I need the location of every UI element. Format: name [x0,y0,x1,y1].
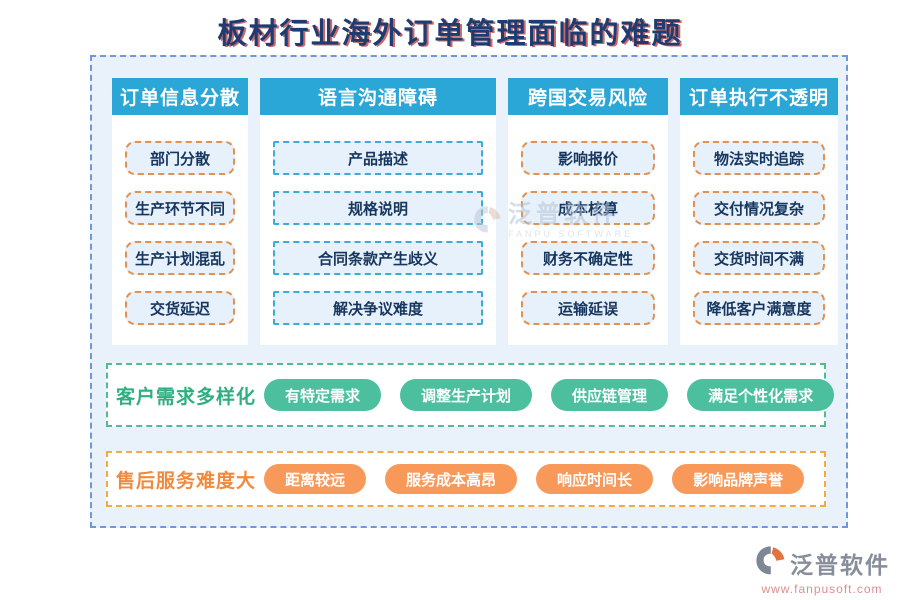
item-box: 解决争议难度 [273,291,483,325]
column-header: 跨国交易风险 [508,78,668,115]
band-label: 售后服务难度大 [116,470,257,492]
pill: 调整生产计划 [400,379,533,411]
fanpu-logo-icon [754,544,786,581]
item-box: 影响报价 [521,141,655,175]
column-order-info-scattered: 订单信息分散 部门分散 生产环节不同 生产计划混乱 交货延迟 [112,78,248,345]
item-box: 交付情况复杂 [693,191,825,225]
band-customer-needs: 客户需求多样化 有特定需求 调整生产计划 供应链管理 满足个性化需求 [106,363,835,427]
item-box: 合同条款产生歧义 [273,241,483,275]
pill: 响应时间长 [536,464,654,494]
item-box: 交货延迟 [125,291,235,325]
column-items: 部门分散 生产环节不同 生产计划混乱 交货延迟 [112,115,248,325]
pill: 距离较远 [264,464,367,494]
pill: 供应链管理 [551,379,669,411]
item-box: 成本核算 [521,191,655,225]
column-header: 订单执行不透明 [680,78,838,115]
band-pills: 有特定需求 调整生产计划 供应链管理 满足个性化需求 [264,379,835,411]
pill: 有特定需求 [264,379,382,411]
pill: 影响品牌声誉 [672,464,805,494]
column-header: 语言沟通障碍 [260,78,496,115]
item-box: 交货时间不满 [693,241,825,275]
column-items: 产品描述 规格说明 合同条款产生歧义 解决争议难度 [260,115,496,325]
footer-brand-name: 泛普软件 [790,551,890,578]
band-pills: 距离较远 服务成本高昂 响应时间长 影响品牌声誉 [264,464,805,494]
band-label: 客户需求多样化 [116,386,257,408]
column-items: 物法实时追踪 交付情况复杂 交货时间不满 降低客户满意度 [680,115,838,325]
item-box: 物法实时追踪 [693,141,825,175]
column-items: 影响报价 成本核算 财务不确定性 运输延误 [508,115,668,325]
column-language-barrier: 语言沟通障碍 产品描述 规格说明 合同条款产生歧义 解决争议难度 [260,78,496,345]
item-box: 部门分散 [125,141,235,175]
item-box: 运输延误 [521,291,655,325]
column-header: 订单信息分散 [112,78,248,115]
footer-logo: 泛普软件 www.fanpusoft.com [754,544,890,596]
page-title: 板材行业海外订单管理面临的难题 [217,18,683,50]
column-order-execution-opaque: 订单执行不透明 物法实时追踪 交付情况复杂 交货时间不满 降低客户满意度 [680,78,838,345]
pill: 满足个性化需求 [687,379,835,411]
item-box: 财务不确定性 [521,241,655,275]
item-box: 生产环节不同 [125,191,235,225]
pill: 服务成本高昂 [385,464,518,494]
item-box: 生产计划混乱 [125,241,235,275]
column-cross-border-risk: 跨国交易风险 影响报价 成本核算 财务不确定性 运输延误 [508,78,668,345]
item-box: 产品描述 [273,141,483,175]
band-after-sales-service: 售后服务难度大 距离较远 服务成本高昂 响应时间长 影响品牌声誉 [106,451,826,507]
footer-url: www.fanpusoft.com [761,582,883,596]
diagram-board: 订单信息分散 部门分散 生产环节不同 生产计划混乱 交货延迟 语言沟通障碍 产品… [90,55,848,528]
item-box: 降低客户满意度 [693,291,825,325]
item-box: 规格说明 [273,191,483,225]
